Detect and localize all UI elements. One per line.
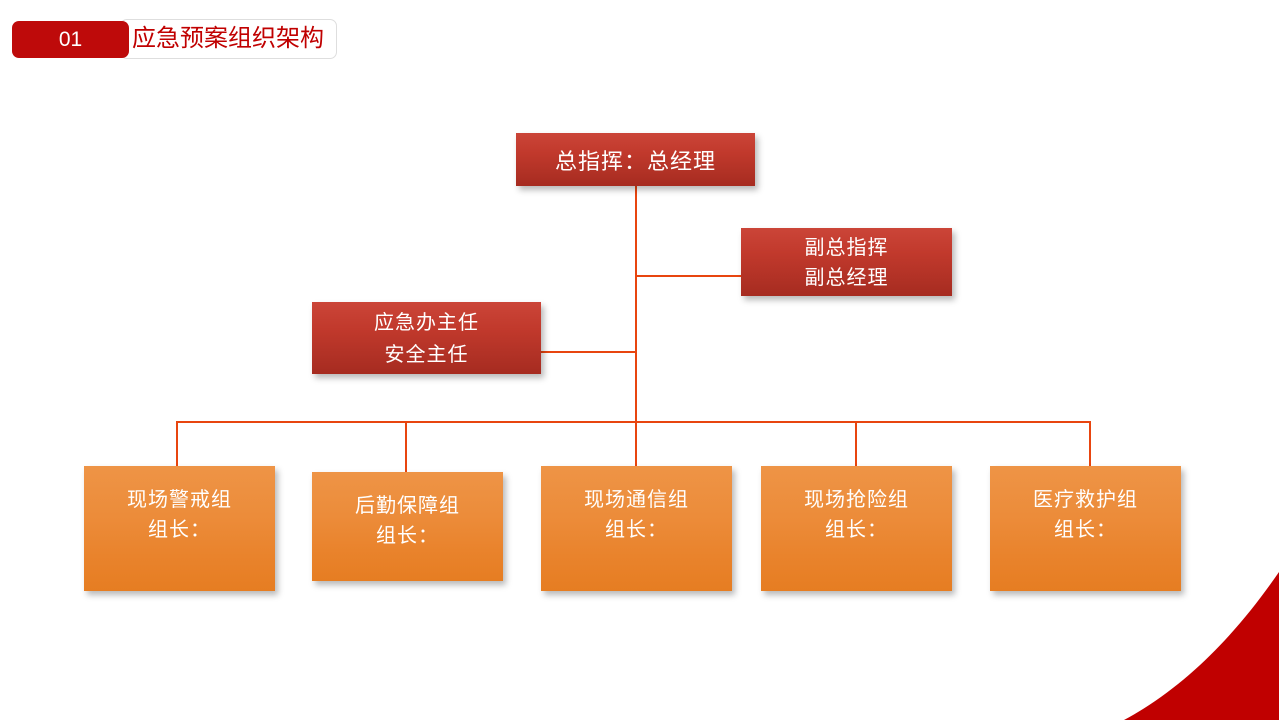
org-node-group-3-name: 现场通信组 (584, 487, 689, 511)
org-node-emergency-office-line-2: 安全主任 (384, 342, 469, 366)
org-node-group-1[interactable]: 现场警戒组 组长： (84, 466, 275, 591)
org-node-group-4-leader: 组长： (825, 517, 888, 541)
connector-drop-group-4 (855, 421, 857, 467)
slide-header: 01 应急预案组织架构 (0, 0, 360, 80)
org-node-emergency-office[interactable]: 应急办主任 安全主任 (312, 302, 541, 374)
org-node-group-5-leader: 组长： (1054, 517, 1117, 541)
connector-group-bus (176, 421, 1091, 423)
connector-drop-group-2 (405, 421, 407, 473)
org-node-group-4-name: 现场抢险组 (804, 487, 909, 511)
title-card (120, 19, 337, 59)
org-node-group-2-name: 后勤保障组 (355, 493, 460, 517)
connector-drop-group-3 (635, 421, 637, 467)
org-node-emergency-office-line-1: 应急办主任 (374, 310, 479, 334)
connector-drop-group-1 (176, 421, 178, 467)
section-number-label: 01 (58, 28, 83, 51)
org-node-group-3-leader: 组长： (605, 517, 668, 541)
org-node-group-3[interactable]: 现场通信组 组长： (541, 466, 732, 591)
org-node-vice-commander[interactable]: 副总指挥 副总经理 (741, 228, 952, 296)
org-node-vice-commander-line-1: 副总指挥 (804, 235, 889, 259)
connector-drop-group-5 (1089, 421, 1091, 467)
org-node-group-2[interactable]: 后勤保障组 组长： (312, 472, 503, 581)
connector-emergency-office (540, 351, 637, 353)
connector-vice-commander (635, 275, 743, 277)
org-node-group-4[interactable]: 现场抢险组 组长： (761, 466, 952, 591)
org-node-vice-commander-line-2: 副总经理 (804, 265, 889, 289)
page-title: 应急预案组织架构 (132, 25, 324, 52)
org-node-group-5-name: 医疗救护组 (1033, 487, 1138, 511)
org-node-group-5[interactable]: 医疗救护组 组长： (990, 466, 1181, 591)
org-node-commander-line-1: 总指挥：总经理 (554, 149, 716, 175)
org-node-group-1-leader: 组长： (148, 517, 211, 541)
org-node-group-1-name: 现场警戒组 (127, 487, 232, 511)
section-number-badge: 01 (12, 21, 129, 58)
org-node-group-2-leader: 组长： (376, 523, 439, 547)
connector-trunk-vertical (635, 186, 637, 423)
org-node-commander[interactable]: 总指挥：总经理 (516, 133, 755, 186)
